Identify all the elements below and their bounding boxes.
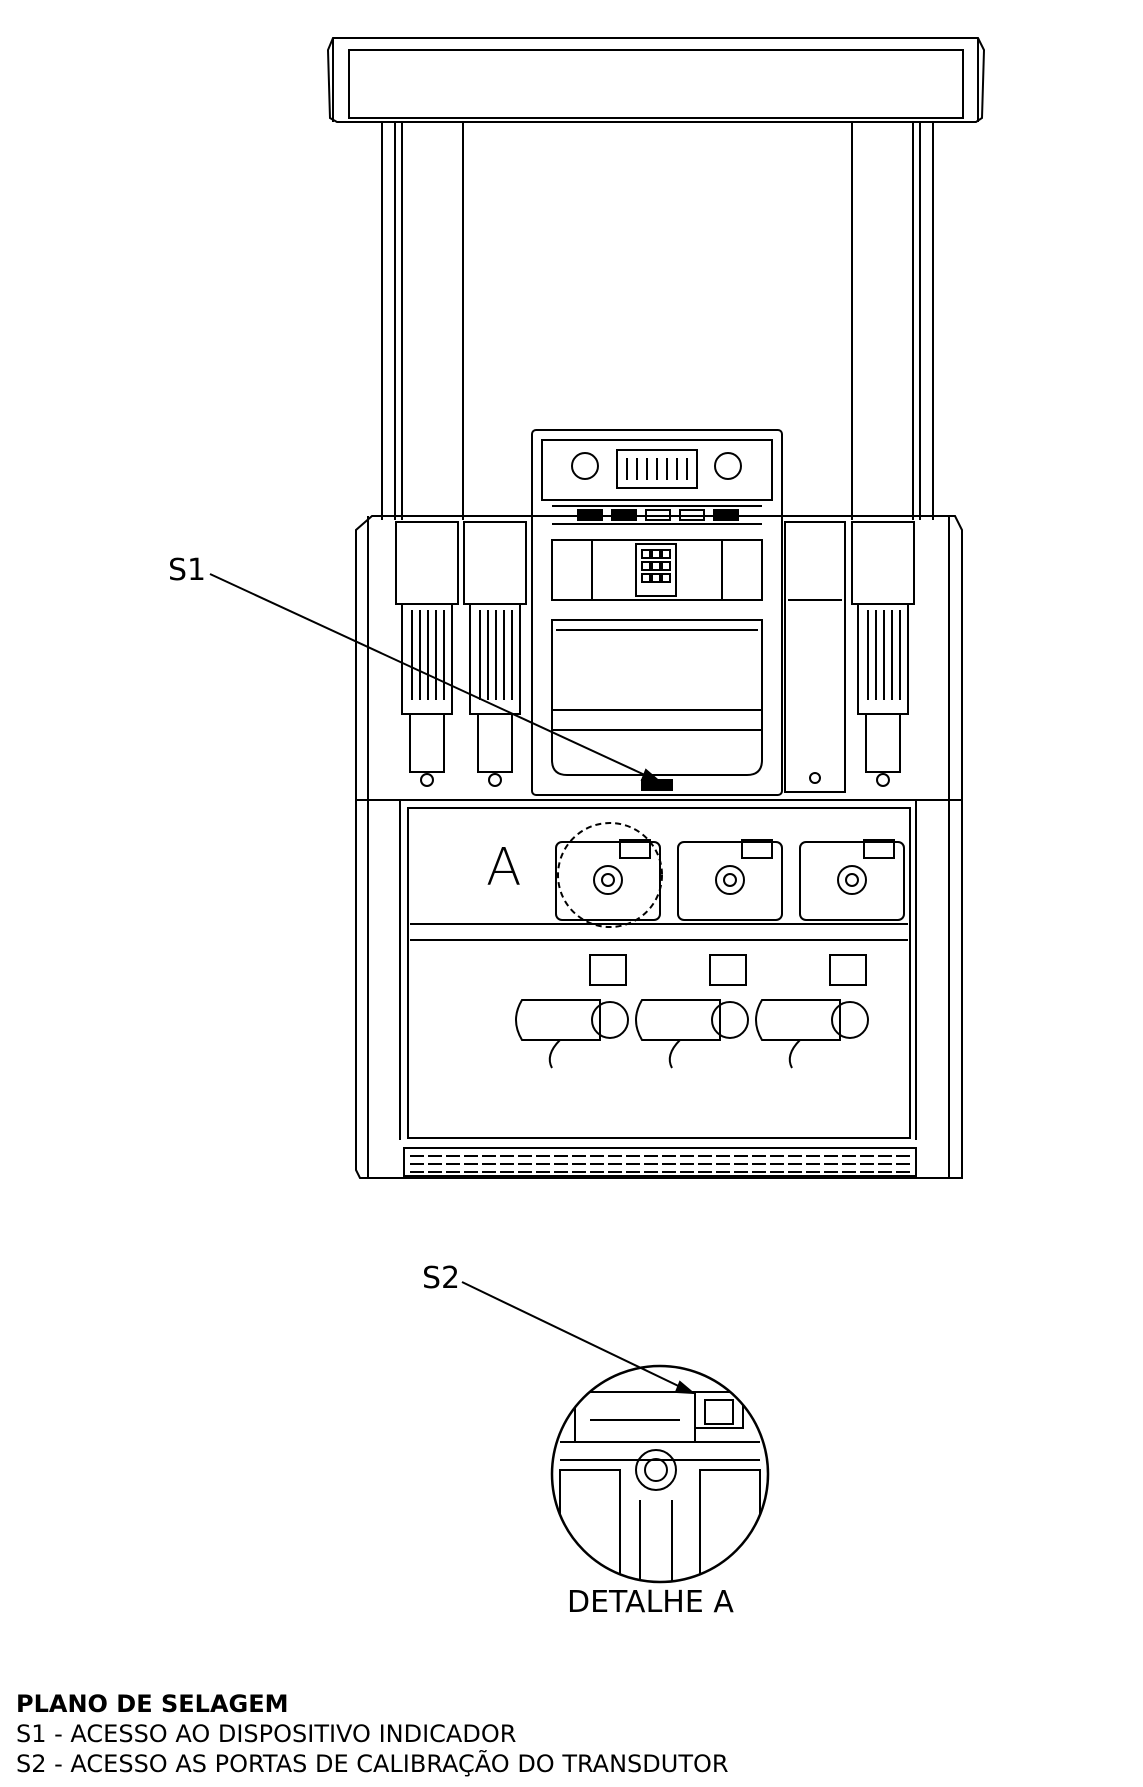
cabinet (355, 515, 963, 1179)
canopy (326, 37, 986, 123)
right-column (851, 122, 934, 520)
meter-1 (555, 839, 661, 921)
nozzle-holster-3 (851, 521, 915, 787)
callout-s1-label: S1 (168, 553, 206, 588)
s1-arrowhead (640, 768, 664, 784)
display-head (531, 429, 783, 796)
callout-s2-label: S2 (422, 1261, 460, 1296)
sealing-plan-legend: PLANO DE SELAGEM S1 - ACESSO AO DISPOSIT… (16, 1689, 1126, 1779)
left-column (381, 122, 464, 520)
pump-1 (515, 954, 629, 1069)
meter-3 (799, 839, 905, 921)
detail-a-circle (557, 822, 663, 928)
detail-a-caption: DETALHE A (567, 1585, 734, 1620)
meter-2 (677, 839, 783, 921)
nozzle-holster-2 (463, 521, 527, 787)
legend-title: PLANO DE SELAGEM (16, 1690, 289, 1718)
s2-leader-line (461, 1281, 694, 1394)
pump-2 (635, 954, 749, 1069)
legend-item-s2: S2 - ACESSO AS PORTAS DE CALIBRAÇÃO DO T… (16, 1750, 729, 1778)
nozzle-holster-1 (395, 521, 459, 787)
pump-3 (755, 954, 869, 1069)
detail-a-view (550, 1364, 770, 1584)
side-panel-right (784, 521, 846, 793)
detail-a-marker: A (486, 838, 522, 898)
legend-item-s1: S1 - ACESSO AO DISPOSITIVO INDICADOR (16, 1720, 517, 1748)
s1-leader-line (209, 573, 661, 783)
bottom-grille (403, 1147, 917, 1177)
